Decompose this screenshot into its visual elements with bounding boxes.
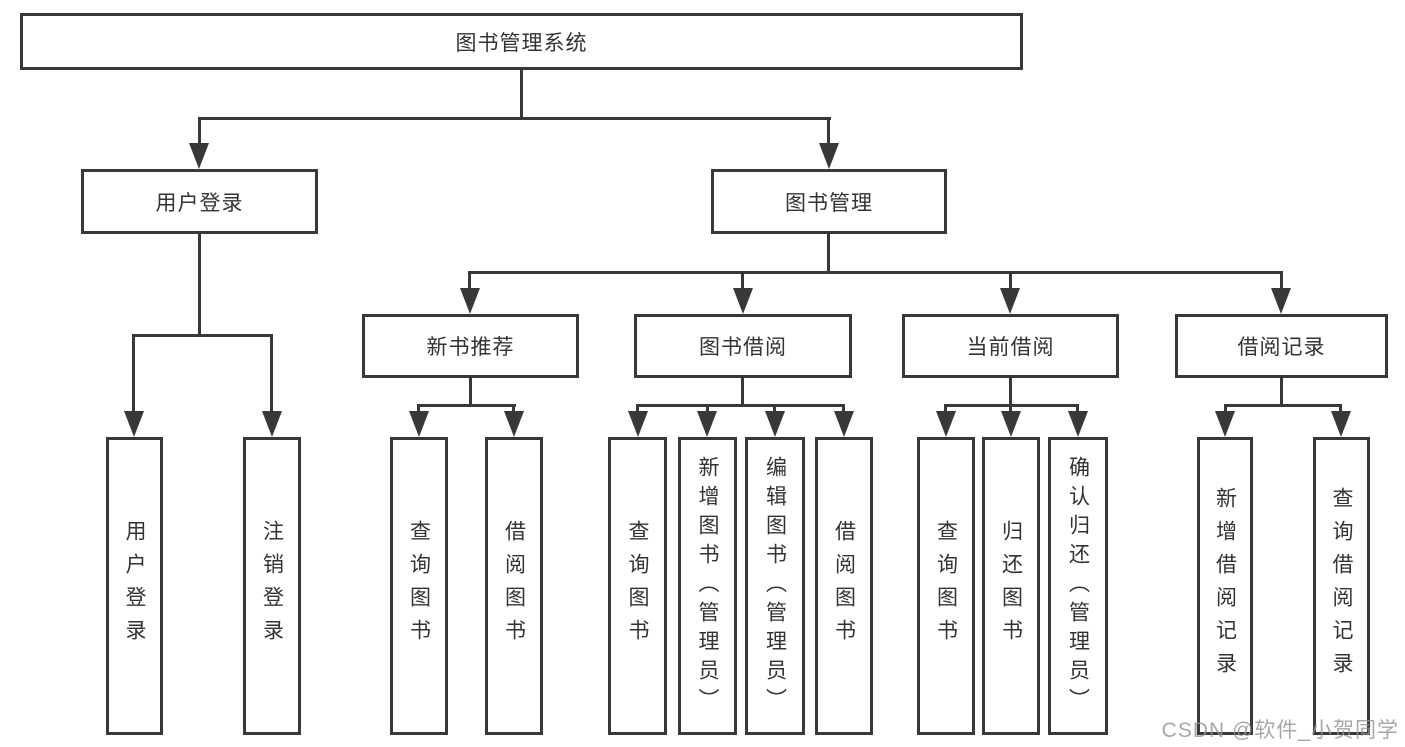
arrow-down-icon (733, 288, 753, 314)
leaf-node-borrow-books: 借阅图书 (815, 437, 873, 735)
connector-vline (520, 70, 523, 120)
arrow-down-icon (1271, 288, 1291, 314)
arrow-down-icon (1000, 288, 1020, 314)
leaf-node-label: 借阅图书 (832, 520, 856, 652)
connector-vline (741, 271, 744, 291)
group-node-label: 当前借阅 (966, 336, 1055, 359)
leaf-node-label: 新增图书（管理员） (696, 455, 719, 717)
root-node-label: 图书管理系统 (455, 31, 588, 55)
connector-hline (132, 334, 273, 337)
group-node-borrow-records: 借阅记录 (1175, 314, 1388, 378)
leaf-node-label: 编辑图书（管理员） (763, 455, 787, 717)
csdn-watermark: CSDN @软件_小贺同学 (1161, 719, 1399, 742)
arrow-down-icon (936, 411, 956, 437)
connector-vline (827, 234, 830, 273)
arrow-down-icon (628, 411, 648, 437)
connector-vline (636, 404, 639, 417)
arrow-down-icon (409, 411, 429, 437)
connector-vline (773, 404, 776, 417)
leaf-node-label: 查询图书 (626, 520, 649, 652)
connector-vline (1009, 404, 1012, 417)
leaf-node-label: 借阅图书 (502, 520, 526, 652)
arrow-down-icon (819, 143, 839, 169)
connector-vline (1224, 404, 1227, 417)
leaf-node-user-login: 用户登录 (106, 437, 163, 735)
connector-vline (417, 404, 420, 417)
connector-vline (270, 334, 273, 414)
group-node-book-borrow: 图书借阅 (634, 314, 852, 378)
branch-node-user-login: 用户登录 (81, 169, 318, 234)
arrow-down-icon (765, 411, 785, 437)
arrow-down-icon (1068, 411, 1088, 437)
connector-vline (1009, 271, 1012, 291)
arrow-down-icon (262, 411, 282, 437)
leaf-node-search-books-borrow: 查询图书 (608, 437, 667, 735)
arrow-down-icon (504, 411, 524, 437)
leaf-node-label: 新增借阅记录 (1213, 487, 1237, 685)
connector-vline (706, 404, 709, 417)
arrow-down-icon (697, 411, 717, 437)
arrow-down-icon (460, 288, 480, 314)
arrow-down-icon (189, 143, 209, 169)
connector-vline (198, 234, 201, 337)
leaf-node-label: 查询图书 (934, 520, 958, 652)
connector-vline (1076, 404, 1079, 417)
leaf-node-search-books-current: 查询图书 (917, 437, 975, 735)
leaf-node-label: 确认归还（管理员） (1066, 455, 1090, 717)
arrow-down-icon (834, 411, 854, 437)
connector-vline (132, 334, 135, 414)
leaf-node-label: 归还图书 (999, 520, 1023, 652)
connector-hline (198, 117, 831, 120)
arrow-down-icon (1001, 411, 1021, 437)
arrow-down-icon (124, 411, 144, 437)
leaf-node-label: 查询借阅记录 (1330, 487, 1353, 685)
leaf-node-search-books-recommend: 查询图书 (390, 437, 448, 735)
leaf-node-add-books-admin: 新增图书（管理员） (678, 437, 737, 735)
connector-vline (827, 117, 830, 146)
leaf-node-logout: 注销登录 (243, 437, 301, 735)
leaf-node-edit-books-admin: 编辑图书（管理员） (745, 437, 805, 735)
connector-vline (1009, 378, 1012, 407)
connector-vline (1339, 404, 1342, 417)
connector-vline (198, 117, 201, 146)
leaf-node-label: 用户登录 (123, 520, 146, 652)
leaf-node-return-books: 归还图书 (982, 437, 1040, 735)
connector-vline (842, 404, 845, 417)
connector-vline (469, 378, 472, 407)
group-node-label: 新书推荐 (426, 336, 515, 359)
connector-vline (741, 378, 744, 407)
arrow-down-icon (1331, 411, 1351, 437)
branch-node-book-management: 图书管理 (711, 169, 947, 234)
root-node-library-system: 图书管理系统 (20, 13, 1023, 70)
connector-hline (1224, 404, 1342, 407)
connector-vline (512, 404, 515, 417)
connector-vline (1280, 271, 1283, 291)
group-node-label: 借阅记录 (1237, 336, 1326, 359)
leaf-node-borrow-books-recommend: 借阅图书 (485, 437, 543, 735)
connector-vline (1280, 378, 1283, 407)
arrow-down-icon (1215, 411, 1235, 437)
leaf-node-confirm-return-admin: 确认归还（管理员） (1048, 437, 1108, 735)
connector-hline (468, 271, 1283, 274)
group-node-label: 图书借阅 (699, 336, 787, 359)
leaf-node-search-borrow-record: 查询借阅记录 (1313, 437, 1370, 735)
leaf-node-label: 查询图书 (407, 520, 431, 652)
leaf-node-label: 注销登录 (260, 520, 284, 652)
leaf-node-add-borrow-record: 新增借阅记录 (1197, 437, 1253, 735)
group-node-new-book-recommend: 新书推荐 (362, 314, 579, 378)
connector-vline (468, 271, 471, 291)
branch-node-label: 用户登录 (155, 191, 244, 215)
connector-vline (944, 404, 947, 417)
connector-hline (636, 404, 844, 407)
group-node-current-borrow: 当前借阅 (902, 314, 1119, 378)
connector-hline (417, 404, 516, 407)
branch-node-label: 图书管理 (785, 191, 873, 215)
